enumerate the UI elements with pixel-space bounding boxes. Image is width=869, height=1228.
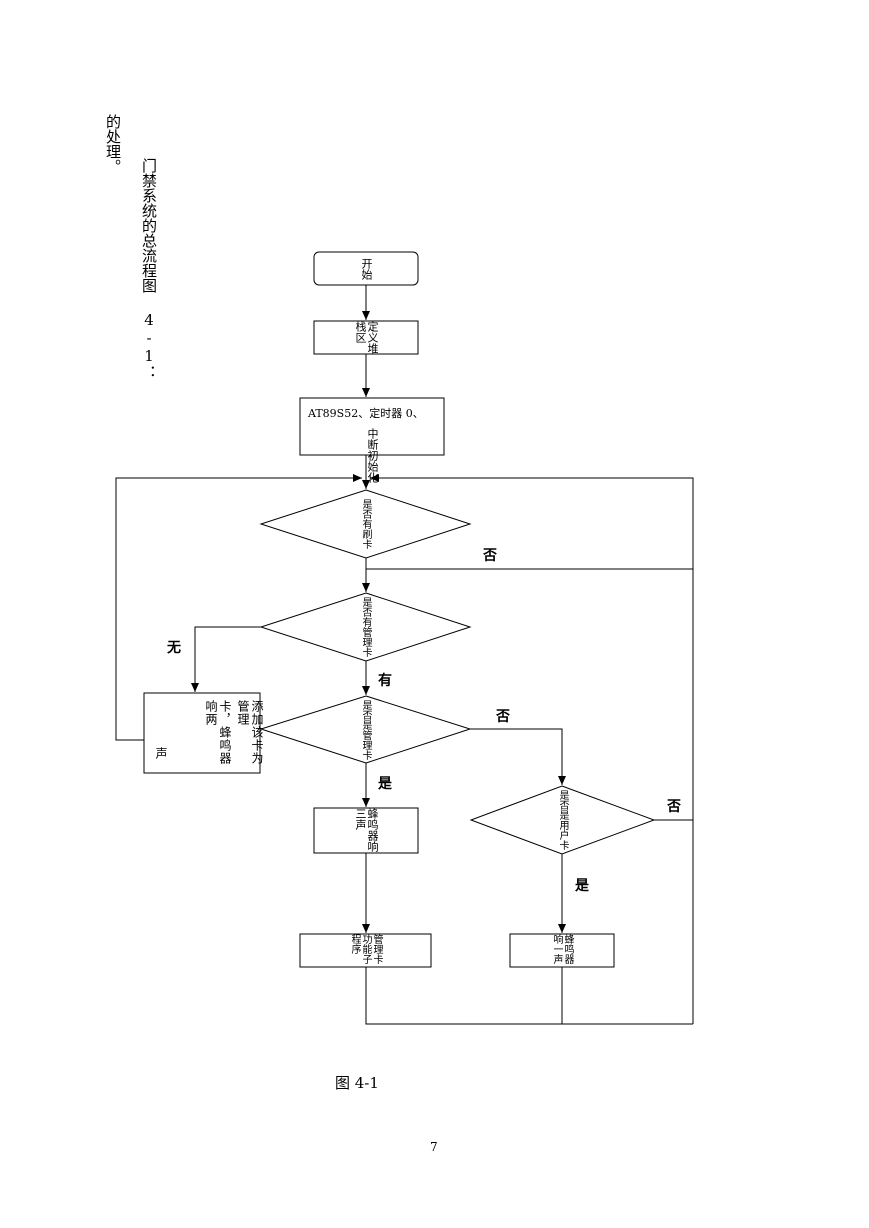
branch-label-none: 无 [167,640,181,656]
branch-label-is-user: 是 [575,878,589,894]
admin-routine-label: 管理卡功能子程序 [349,934,382,964]
start-label: 开始 [360,257,373,280]
q-is-user-label-wrap: 是否是用户卡 [471,786,654,854]
beep-one-label-wrap: 蜂鸣器响一声 [510,934,614,967]
branch-label-no-card: 否 [483,548,497,564]
q-card-label-wrap: 是否有刷卡 [261,490,470,558]
q-admin-exists-label-wrap: 是否有管理卡 [261,593,470,661]
init-label-line2: 中断初始化 [366,428,379,483]
beep-one-label: 蜂鸣器响一声 [551,934,573,964]
branch-label-has: 有 [378,673,392,689]
figure-caption: 图 4-1 [335,1074,379,1092]
init-box [299,397,445,456]
start-label-wrap: 开始 [314,252,418,285]
define-stack-label-wrap: 定义堆栈区 [314,321,418,354]
q-is-user-label: 是否是用户卡 [557,790,568,850]
init-label-wrap: AT89S52、定时器 0、 中断初始化 [300,398,444,483]
add-admin-label-wrap: 添加该卡为管理 卡，蜂鸣器响两 声 [144,693,264,773]
add-admin-line3: 声 [154,747,168,759]
define-stack-label: 定义堆栈区 [354,321,379,354]
intro-line-2: 门禁系统的总流程图 4-1： [140,158,158,380]
add-admin-box [143,692,261,774]
branch-label-not-admin: 否 [496,709,510,725]
branch-label-not-user: 否 [667,799,681,815]
q-is-admin-label-wrap: 是否是管理卡 [261,696,470,763]
q-card-label: 是否有刷卡 [360,499,371,549]
add-admin-line2: 卡，蜂鸣器响两 [204,700,232,765]
beep-three-label-wrap: 蜂鸣器响三声 [314,808,418,853]
beep-three-label: 蜂鸣器响三声 [354,808,379,852]
intro-line-1: 的处理。 [104,114,122,174]
page-number: 7 [430,1140,438,1154]
q-is-admin-label: 是否是管理卡 [360,699,371,760]
admin-routine-label-wrap: 管理卡功能子程序 [300,934,431,967]
branch-label-is-admin: 是 [378,776,392,792]
flow-lines [115,285,694,1025]
add-admin-line1: 添加该卡为管理 [236,700,264,765]
q-admin-exists-label: 是否有管理卡 [360,597,371,657]
init-label-line1: AT89S52、定时器 0、 [308,407,424,420]
